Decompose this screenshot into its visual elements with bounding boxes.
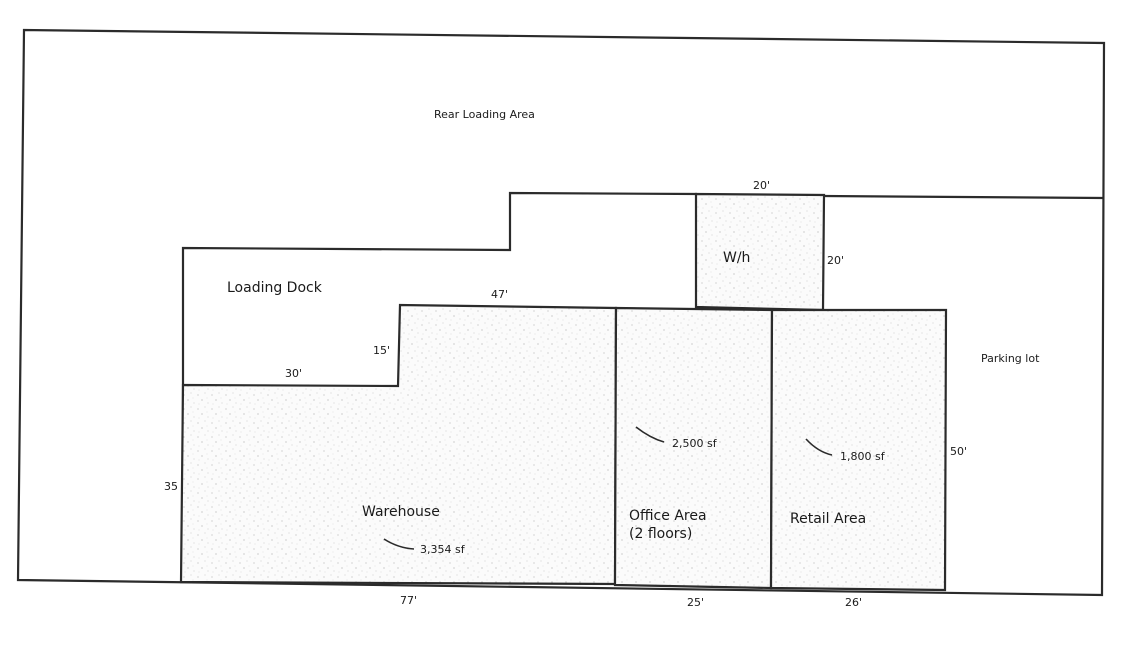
wh-width-dim: 20' — [753, 179, 770, 192]
rear-area-divider — [822, 194, 1105, 200]
rear-loading-area-label: Rear Loading Area — [434, 108, 535, 121]
office-bottom-dim: 25' — [687, 596, 704, 609]
loading-dock-bottom-dim: 30' — [285, 367, 302, 380]
warehouse-left-dim: 35 — [164, 480, 178, 493]
parking-lot-label: Parking lot — [981, 352, 1040, 365]
retail-room — [769, 308, 948, 592]
retail-area-label: Retail Area — [790, 511, 866, 527]
loading-dock-outline — [181, 191, 698, 582]
warehouse-bottom-dim: 77' — [400, 594, 417, 607]
office-sf: 2,500 sf — [672, 437, 718, 450]
retail-sf-arrow — [805, 438, 833, 456]
loading-dock-edge-dim: 47' — [491, 288, 508, 301]
warehouse-label: Warehouse — [362, 504, 440, 520]
wh-room — [694, 192, 826, 312]
step-height-dim: 15' — [373, 344, 390, 357]
retail-bottom-dim: 26' — [845, 596, 862, 609]
warehouse-sf: 3,354 sf — [420, 543, 466, 556]
office-sf-arrow — [635, 426, 665, 443]
wh-label: W/h — [723, 250, 750, 266]
warehouse-sf-arrow — [383, 538, 415, 550]
office-area-label: Office Area — [629, 508, 707, 524]
retail-right-dim: 50' — [950, 445, 967, 458]
wh-depth-dim: 20' — [827, 254, 844, 267]
loading-dock-label: Loading Dock — [227, 280, 323, 296]
office-floors-label: (2 floors) — [629, 526, 692, 542]
retail-sf: 1,800 sf — [840, 450, 886, 463]
site-boundary — [16, 28, 1106, 597]
warehouse-room — [179, 303, 618, 586]
